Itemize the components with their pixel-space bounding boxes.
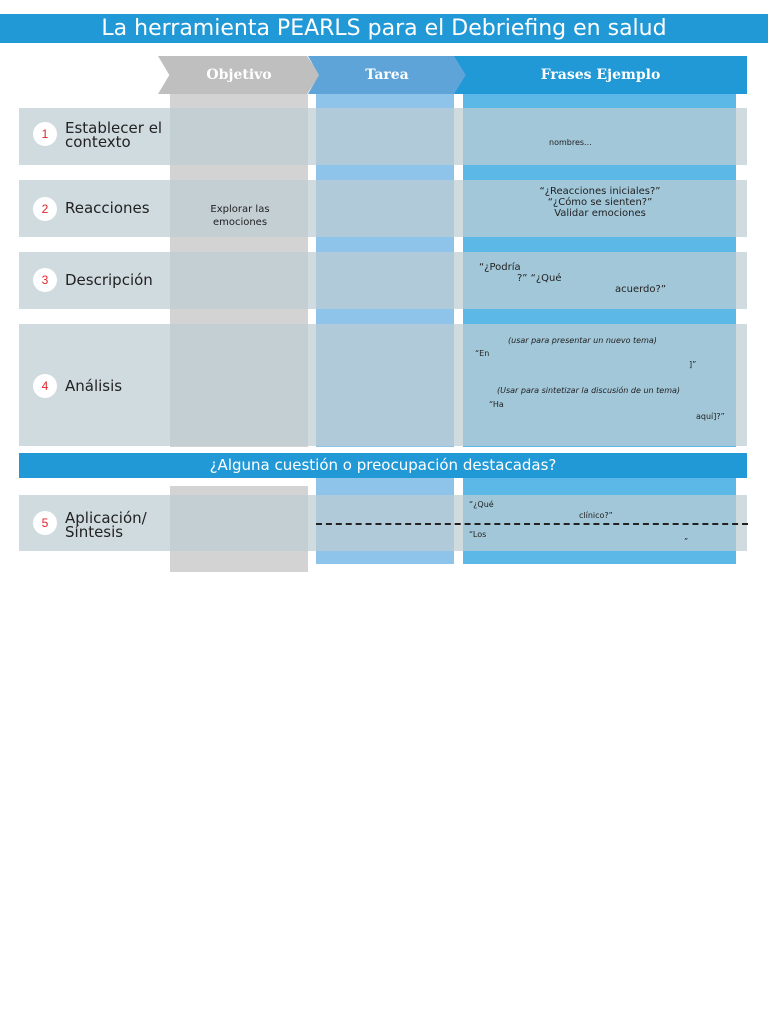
row-label: Descripción	[65, 271, 153, 289]
frase-fragment: acuerdo?”	[615, 284, 667, 295]
frases-list: “¿Reacciones iniciales?” “¿Cómo se sient…	[480, 186, 720, 219]
frase-fragment: ?” “¿Qué	[517, 273, 562, 284]
frase-fragment: “Ha	[489, 400, 504, 409]
row-label: Aplicación/ Síntesis	[65, 509, 147, 541]
objetivo-text: Explorar las emociones	[210, 204, 270, 228]
frase-fragment: “En	[475, 349, 490, 358]
dashed-divider	[316, 523, 748, 525]
frase-note: (Usar para sintetizar la discusión de un…	[497, 386, 681, 395]
row-label: Análisis	[65, 377, 123, 395]
frase-fragment: “Los	[469, 530, 487, 539]
frase-fragment: aquí]?”	[696, 412, 725, 421]
column-header-objetivo: Objetivo	[158, 56, 320, 94]
column-header-tarea: Tarea	[308, 56, 466, 94]
frase-ejemplo: “¿Reacciones iniciales?”	[539, 186, 661, 197]
row-descripcion	[19, 252, 747, 309]
frase-fragment: “¿Podría	[479, 262, 521, 273]
step-number-badge: 3	[33, 268, 57, 292]
row-establecer-contexto	[19, 108, 747, 165]
step-number-badge: 2	[33, 197, 57, 221]
frase-fragment: “¿Qué	[469, 500, 494, 509]
frase-ejemplo: Validar emociones	[554, 208, 646, 219]
row-label: Reacciones	[65, 199, 150, 217]
step-number-badge: 1	[33, 122, 57, 146]
page-title: La herramienta PEARLS para el Debriefing…	[0, 14, 768, 43]
frase-ejemplo: nombres...	[549, 138, 592, 147]
row-label: Establecer el contexto	[65, 119, 163, 151]
frase-fragment: ”	[684, 537, 689, 546]
step-number-badge: 5	[33, 511, 57, 535]
question-banner: ¿Alguna cuestión o preocupación destacad…	[19, 453, 747, 478]
frase-ejemplo: “¿Cómo se sienten?”	[547, 197, 653, 208]
frase-note: (usar para presentar un nuevo tema)	[508, 336, 657, 345]
frase-fragment: ]”	[689, 360, 697, 369]
frase-fragment: clínico?”	[579, 511, 613, 520]
step-number-badge: 4	[33, 374, 57, 398]
column-header-frases-ejemplo: Frases Ejemplo	[454, 56, 747, 94]
row-analisis	[19, 324, 747, 446]
row-reacciones	[19, 180, 747, 237]
